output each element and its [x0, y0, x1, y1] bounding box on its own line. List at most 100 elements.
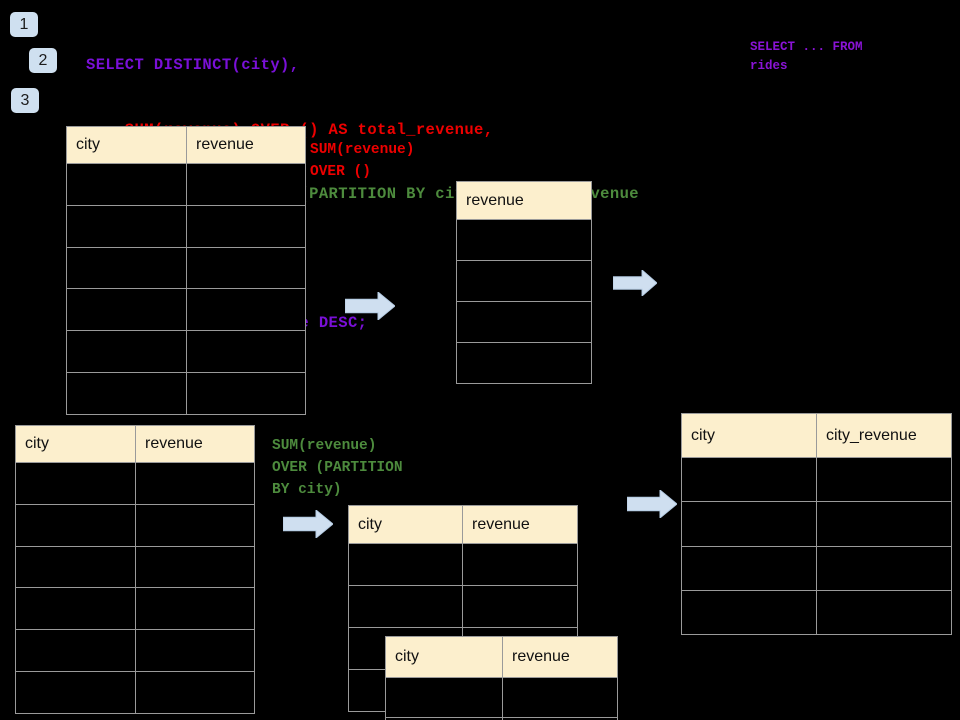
- table-row: [66, 246, 306, 290]
- table-row: [66, 163, 306, 206]
- table-cell: [816, 589, 952, 636]
- table-cell: [135, 587, 255, 631]
- table-cell: [66, 288, 187, 332]
- step-badge-1: 1: [10, 12, 38, 37]
- table-cell: [681, 501, 817, 547]
- table-row: [385, 677, 618, 718]
- column-header-city: city: [348, 505, 463, 544]
- table-cell: [15, 629, 136, 673]
- column-header-revenue: revenue: [135, 425, 255, 463]
- table-row: [66, 288, 306, 332]
- table-cell: [348, 543, 463, 586]
- arrow-source-to-partition-icon: [283, 510, 333, 538]
- column-header-city-revenue: city_revenue: [816, 413, 952, 458]
- table-row: [681, 589, 952, 636]
- table-row: [15, 671, 255, 714]
- table-row: [681, 456, 952, 503]
- table-cell: [456, 219, 592, 261]
- step-badge-2: 2: [29, 48, 57, 73]
- table-cell: [816, 501, 952, 547]
- table-cell: [15, 462, 136, 505]
- table-cell: [456, 342, 592, 384]
- table-cell: [456, 260, 592, 302]
- table-total-revenue: revenue: [456, 181, 592, 384]
- table-cell: [66, 163, 187, 206]
- arrow-total-to-result-icon: [613, 270, 657, 296]
- column-header-revenue: revenue: [456, 181, 592, 220]
- table-cell: [681, 545, 817, 591]
- table-cell: [462, 543, 578, 586]
- table-cell: [135, 462, 255, 505]
- table-cell: [502, 677, 618, 718]
- table-cell: [15, 671, 136, 714]
- select-from-rides-note: SELECT ... FROM rides: [750, 40, 863, 73]
- column-header-revenue: revenue: [186, 126, 306, 164]
- table-cell: [681, 456, 817, 503]
- column-header-city: city: [66, 126, 187, 164]
- table-cell: [456, 301, 592, 343]
- table-cell: [135, 503, 255, 547]
- table-cell: [66, 246, 187, 290]
- table-cell: [135, 671, 255, 714]
- step-badge-3: 3: [11, 88, 39, 113]
- table-header-row: revenue: [456, 181, 592, 220]
- table-row: [15, 629, 255, 673]
- table-cell: [186, 163, 306, 206]
- column-header-city: city: [681, 413, 817, 458]
- table-row: [456, 260, 592, 302]
- table-cell: [66, 372, 187, 415]
- table-row: [681, 545, 952, 591]
- table-cell: [502, 716, 618, 720]
- table-cell: [186, 288, 306, 332]
- table-cell: [66, 330, 187, 374]
- column-header-city: city: [15, 425, 136, 463]
- table-cell: [15, 587, 136, 631]
- table-cell: [681, 589, 817, 636]
- table-row: [15, 503, 255, 547]
- table-row: [348, 543, 578, 586]
- table-cell: [186, 204, 306, 248]
- column-header-revenue: revenue: [502, 636, 618, 678]
- table-row: [15, 545, 255, 589]
- table-row: [66, 204, 306, 248]
- label-sum-over-partition: SUM(revenue) OVER (PARTITION BY city): [272, 438, 403, 498]
- table-cell: [462, 585, 578, 628]
- table-cell: [66, 204, 187, 248]
- column-header-revenue: revenue: [462, 505, 578, 544]
- table-row: [348, 585, 578, 628]
- table-cell: [186, 246, 306, 290]
- label-sum-over-empty: SUM(revenue) OVER (): [310, 142, 415, 180]
- table-row: [456, 342, 592, 384]
- table-cell: [15, 503, 136, 547]
- table-row: [385, 716, 618, 720]
- table-row: [66, 330, 306, 374]
- table-cell: [816, 545, 952, 591]
- column-header-city: city: [385, 636, 503, 678]
- table-cell: [385, 677, 503, 718]
- table-row: [15, 462, 255, 505]
- arrow-partition-to-result-icon: [627, 490, 677, 518]
- table-row: [456, 219, 592, 261]
- table-cell: [186, 372, 306, 415]
- sql-line-select: SELECT DISTINCT(city),: [86, 56, 300, 74]
- table-cell: [186, 330, 306, 374]
- table-row: [456, 301, 592, 343]
- table-row: [66, 372, 306, 415]
- table-row: [15, 587, 255, 631]
- table-row: [681, 501, 952, 547]
- table-cell: [348, 585, 463, 628]
- arrow-source-to-total-icon: [345, 292, 395, 320]
- table-cell: [816, 456, 952, 503]
- table-cell: [15, 545, 136, 589]
- table-cell: [135, 629, 255, 673]
